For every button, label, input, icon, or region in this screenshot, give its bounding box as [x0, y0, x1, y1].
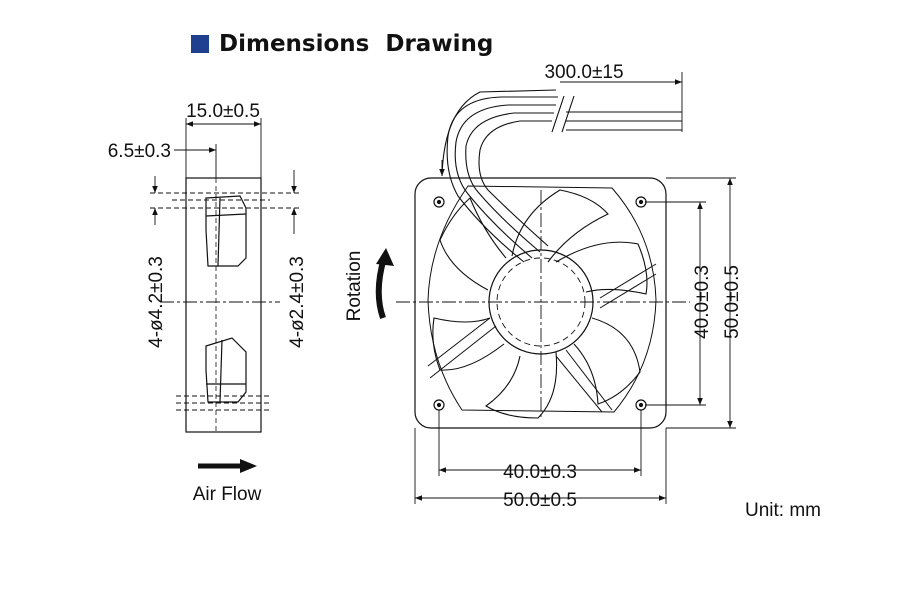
heading-square-icon: [191, 35, 209, 53]
side-width-dimension: 15.0±0.5: [186, 101, 260, 122]
airflow-label: Air Flow: [193, 484, 262, 505]
rotation-label: Rotation: [344, 251, 365, 322]
fan-frame-outline: [414, 177, 667, 429]
mount-hole-bottom-left: [433, 399, 445, 411]
side-blade-upper: [205, 195, 247, 267]
page-title: Dimensions Drawing: [191, 29, 493, 59]
unit-label: Unit: mm: [745, 500, 821, 521]
rotation-arrow: [375, 257, 387, 319]
mount-hole-top-right: [635, 196, 647, 208]
frame-size-vertical-dimension: 50.0±0.5: [722, 265, 743, 339]
side-offset-dimension: 6.5±0.3: [108, 141, 171, 162]
side-frame-outline: [185, 177, 262, 433]
hole-spacing-vertical-dimension: 40.0±0.3: [692, 265, 713, 339]
fan-opening: [427, 185, 657, 413]
side-right-hole-dimension: 4-ø2.4±0.3: [287, 256, 308, 348]
frame-size-horizontal-dimension: 50.0±0.5: [503, 490, 577, 511]
fan-blades: [432, 189, 648, 419]
fan-struts: [427, 263, 657, 413]
side-view: [150, 118, 300, 473]
side-left-hole-dimension: 4-ø4.2±0.3: [146, 256, 167, 348]
front-view: [375, 72, 736, 504]
heading-text: Dimensions Drawing: [219, 31, 494, 57]
fan-cable: [441, 89, 682, 263]
hole-spacing-horizontal-dimension: 40.0±0.3: [503, 462, 577, 483]
mount-hole-bottom-right: [635, 399, 647, 411]
cable-length-dimension: 300.0±15: [544, 62, 623, 83]
side-blade-lower: [205, 337, 247, 403]
mount-hole-top-left: [433, 196, 445, 208]
